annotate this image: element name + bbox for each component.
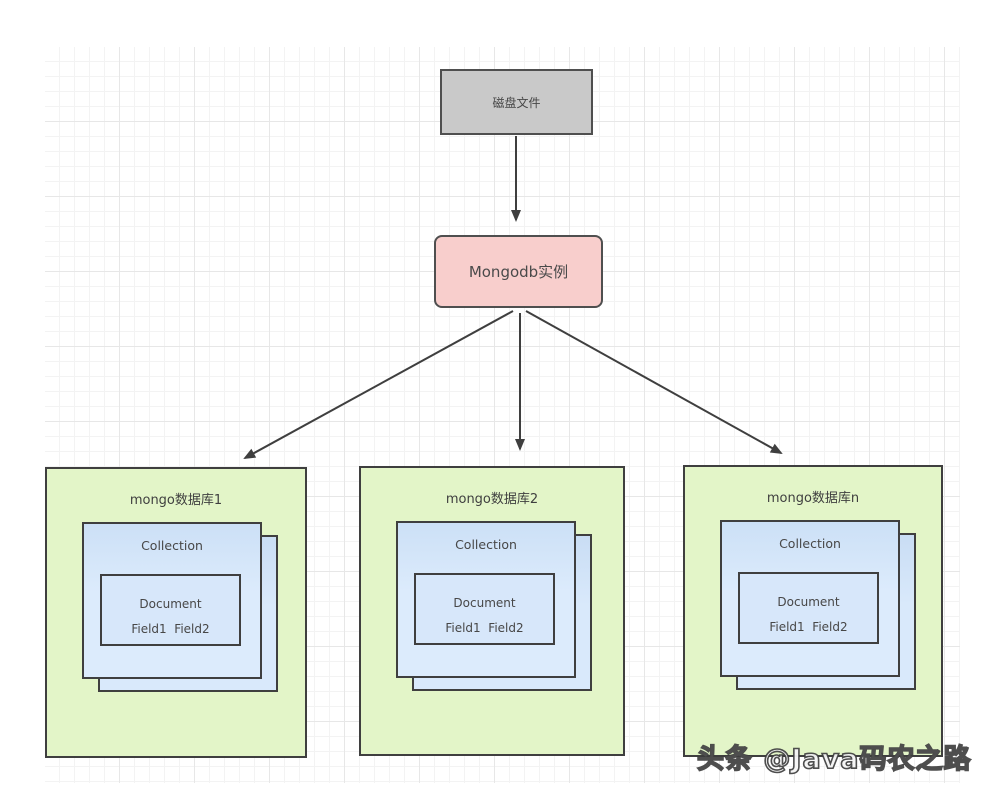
document-label: Document <box>777 595 840 609</box>
watermark-text: 头条 @Java码农之路 <box>696 743 972 776</box>
mongodb-instance-node: Mongodb实例 <box>434 235 603 308</box>
database-n-label: mongo数据库n <box>766 491 860 506</box>
collection-label: Collection <box>455 537 517 552</box>
database-node-n: mongo数据库n Collection Document Field1 Fie… <box>683 465 943 757</box>
document-card: Document Field1 Field2 <box>100 574 241 646</box>
collection-stack: Collection Document Field1 Field2 <box>396 521 592 691</box>
database-2-label: mongo数据库2 <box>445 492 539 507</box>
mongodb-instance-label: Mongodb实例 <box>468 263 569 281</box>
disk-file-node: 磁盘文件 <box>440 69 593 135</box>
fields-label: Field1 Field2 <box>131 622 210 636</box>
database-node-2: mongo数据库2 Collection Document Field1 Fie… <box>359 466 625 756</box>
database-1-label: mongo数据库1 <box>129 493 223 508</box>
collection-stack: Collection Document Field1 Field2 <box>720 520 916 690</box>
document-card: Document Field1 Field2 <box>414 573 555 645</box>
collection-label: Collection <box>141 538 203 553</box>
collection-card: Collection Document Field1 Field2 <box>720 520 900 677</box>
disk-file-label: 磁盘文件 <box>492 95 541 110</box>
document-label: Document <box>453 596 516 610</box>
database-node-1: mongo数据库1 Collection Document Field1 Fie… <box>45 467 307 758</box>
document-card: Document Field1 Field2 <box>738 572 879 644</box>
collection-label: Collection <box>779 536 841 551</box>
document-label: Document <box>139 597 202 611</box>
collection-stack: Collection Document Field1 Field2 <box>82 522 278 692</box>
collection-card: Collection Document Field1 Field2 <box>396 521 576 678</box>
collection-card: Collection Document Field1 Field2 <box>82 522 262 679</box>
fields-label: Field1 Field2 <box>445 621 524 635</box>
fields-label: Field1 Field2 <box>769 620 848 634</box>
